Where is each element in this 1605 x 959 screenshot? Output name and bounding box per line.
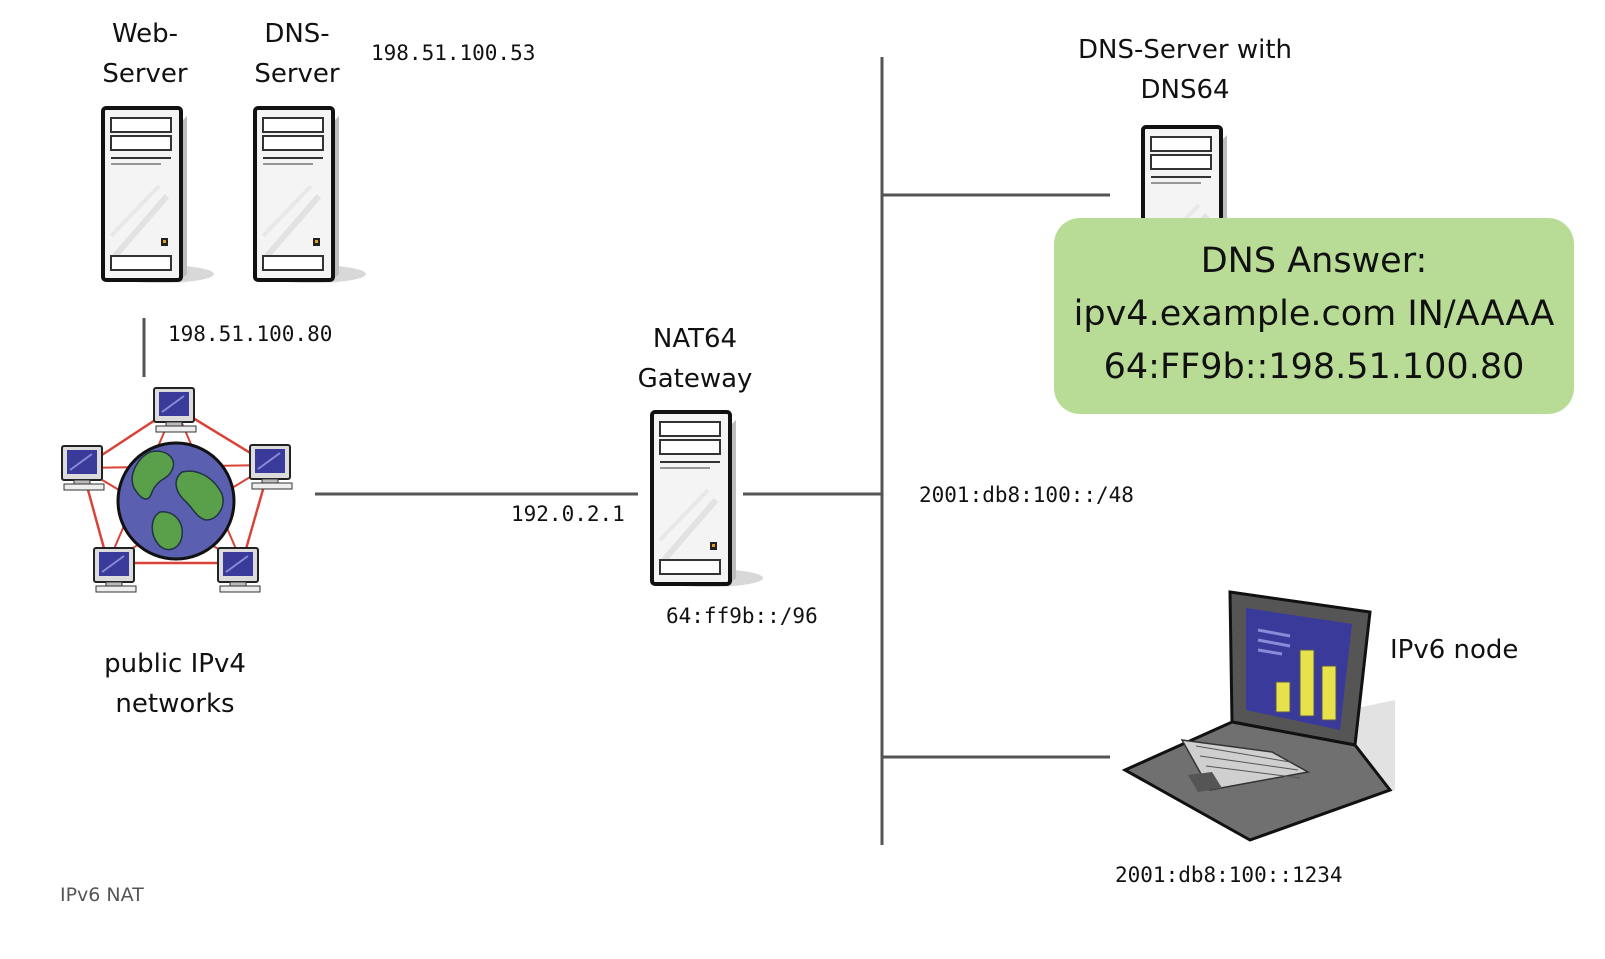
connection-lines bbox=[142, 57, 1110, 845]
internet-label-line-2: networks bbox=[115, 689, 235, 719]
ipv6-network-prefix: 2001:db8:100::/48 bbox=[919, 483, 1134, 507]
internet-label-line-1: public IPv4 bbox=[104, 649, 246, 679]
nat64-ipv4-address: 192.0.2.1 bbox=[511, 502, 625, 526]
laptop-icon bbox=[1121, 590, 1395, 842]
dns-answer-line-1: DNS Answer: bbox=[1200, 241, 1428, 281]
web-server-label-line-2: Server bbox=[102, 59, 188, 89]
dns64-server-label: DNS-Server with DNS64 bbox=[1045, 30, 1325, 110]
dns-server-label-line-2: Server bbox=[254, 59, 340, 89]
web-server-label-line-1: Web- bbox=[111, 19, 179, 49]
dns64-label-line-1: DNS-Server with bbox=[1077, 35, 1293, 65]
dns-server-icon bbox=[255, 108, 366, 283]
nat64-label-line-2: Gateway bbox=[637, 364, 753, 394]
dns64-label-line-2: DNS64 bbox=[1140, 75, 1230, 105]
nat64-prefix: 64:ff9b::/96 bbox=[666, 604, 818, 628]
figure-caption: IPv6 NAT bbox=[60, 884, 144, 906]
web-server-address: 198.51.100.80 bbox=[168, 322, 333, 346]
internet-label: public IPv4 networks bbox=[70, 644, 280, 724]
web-server-label: Web- Server bbox=[85, 14, 205, 94]
dns-server-address: 198.51.100.53 bbox=[371, 41, 536, 65]
globe-network-icon bbox=[61, 387, 293, 593]
dns-answer-line-3: 64:FF9b::198.51.100.80 bbox=[1103, 347, 1525, 387]
dns-server-label: DNS- Server bbox=[237, 14, 357, 94]
dns-answer-line-2: ipv4.example.com IN/AAAA bbox=[1073, 294, 1555, 334]
web-server-icon bbox=[103, 108, 214, 283]
ipv6-node-address: 2001:db8:100::1234 bbox=[1115, 863, 1343, 887]
nat64-gateway-label: NAT64 Gateway bbox=[610, 319, 780, 399]
ipv6-node-label: IPv6 node bbox=[1390, 635, 1519, 665]
nat64-label-line-1: NAT64 bbox=[652, 324, 738, 354]
dns-server-label-line-1: DNS- bbox=[264, 19, 330, 49]
dns-answer-callout: DNS Answer: ipv4.example.com IN/AAAA 64:… bbox=[1054, 218, 1574, 414]
nat64-gateway-icon bbox=[652, 412, 763, 587]
